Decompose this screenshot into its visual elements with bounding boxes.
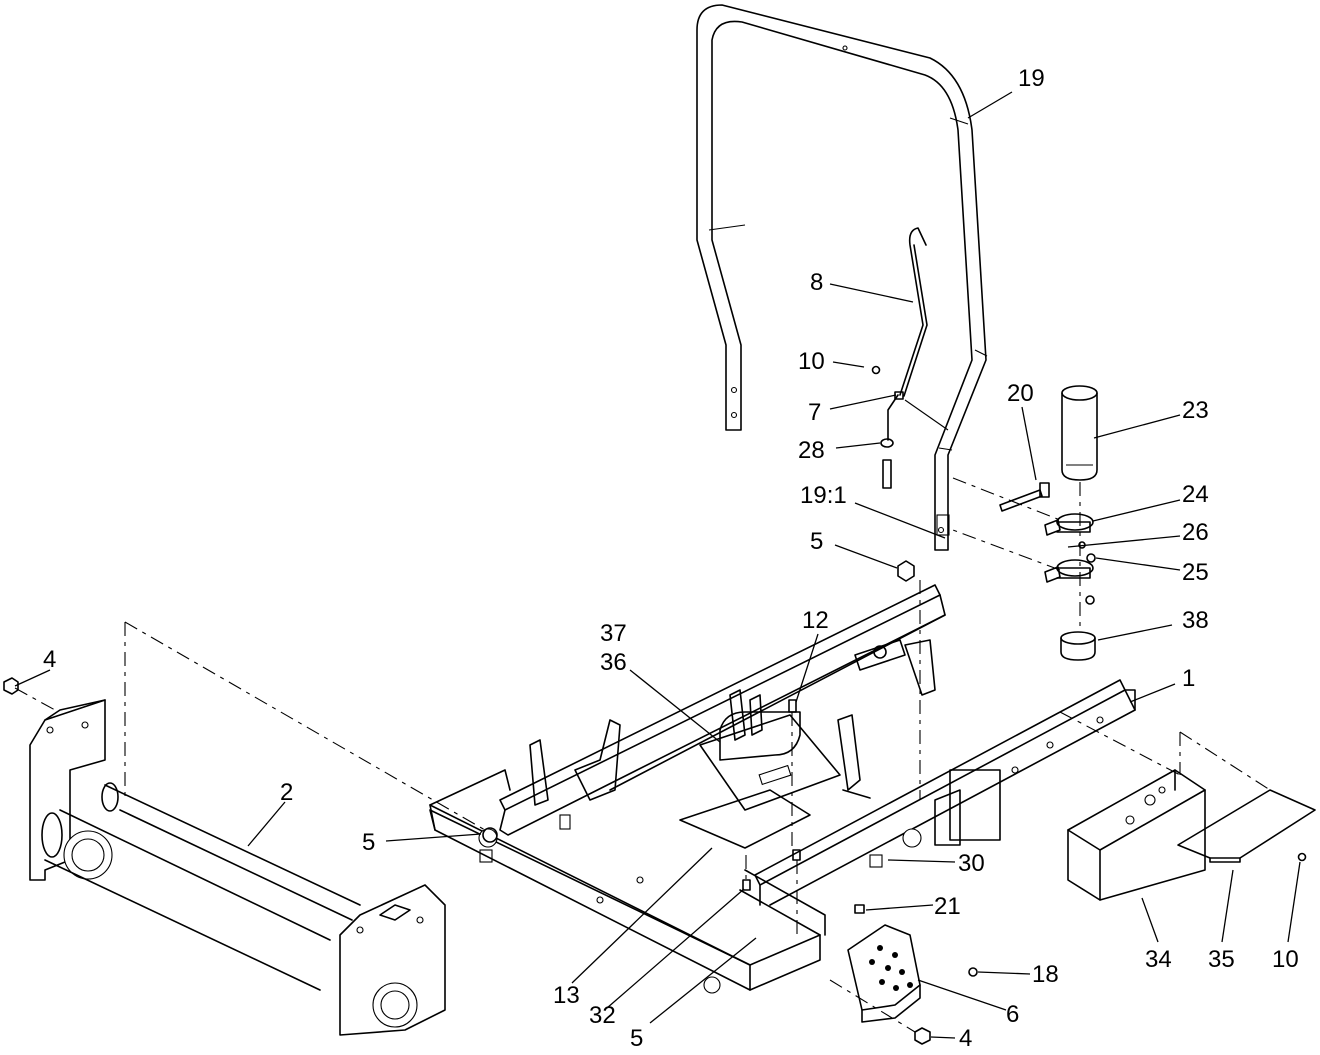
screws-12-32 [742, 699, 801, 940]
cover-34 [1067, 769, 1206, 901]
callout-4-bottom: 4 [959, 1025, 972, 1052]
callout-8: 8 [810, 269, 823, 296]
screw-10-right [1297, 852, 1307, 862]
callout-1: 1 [1182, 665, 1195, 692]
callout-28: 28 [798, 437, 825, 464]
plate-13 [679, 789, 811, 849]
callout-38: 38 [1182, 607, 1209, 634]
callout-34: 34 [1145, 946, 1172, 973]
callout-24: 24 [1182, 481, 1209, 508]
callout-26: 26 [1182, 519, 1209, 546]
callout-4-left: 4 [43, 646, 56, 673]
leader-lines [14, 91, 1301, 1039]
callout-labels: 19 8 10 7 28 20 23 24 26 25 19:1 5 38 12… [43, 65, 1299, 1052]
bolt-20 [999, 482, 1050, 512]
callout-6: 6 [1006, 1001, 1019, 1028]
lock-pin-rod [887, 227, 949, 441]
callout-5-upper: 5 [810, 528, 823, 555]
clamp-25 [1044, 559, 1095, 605]
plate-36-37 [699, 714, 841, 811]
main-frame [429, 584, 1136, 994]
callout-19: 19 [1018, 65, 1045, 92]
callout-5-left: 5 [362, 829, 375, 856]
callout-2: 2 [280, 779, 293, 806]
grip-23 [1061, 385, 1098, 481]
cover-35 [1177, 789, 1316, 863]
callout-32: 32 [589, 1002, 616, 1029]
callout-35: 35 [1208, 946, 1235, 973]
callout-23: 23 [1182, 397, 1209, 424]
clamp-24-26 [1044, 513, 1096, 563]
bolt-4-bottom [914, 1027, 931, 1045]
callout-12: 12 [802, 607, 829, 634]
callout-5-bottom: 5 [630, 1025, 643, 1052]
callout-18: 18 [1032, 961, 1059, 988]
front-axle [29, 699, 446, 1036]
callout-7: 7 [808, 399, 821, 426]
bolt-18 [968, 967, 978, 977]
callout-20: 20 [1007, 380, 1034, 407]
callout-30: 30 [958, 850, 985, 877]
callout-10-right: 10 [1272, 946, 1299, 973]
bolt-21 [854, 904, 865, 914]
spacer-38 [1060, 631, 1096, 661]
roll-bar [696, 4, 988, 551]
callout-36: 36 [600, 649, 627, 676]
foot-plate [847, 924, 921, 1023]
hardware-10-7-28 [871, 365, 904, 489]
callout-21: 21 [934, 893, 961, 920]
foot-plate-holes [869, 945, 913, 991]
callout-25: 25 [1182, 559, 1209, 586]
callout-37: 37 [600, 620, 627, 647]
callout-13: 13 [553, 982, 580, 1009]
nut-5-left [482, 827, 498, 843]
callout-19-1: 19:1 [800, 482, 847, 509]
callout-10-upper: 10 [798, 348, 825, 375]
bolt-4-left [3, 677, 19, 695]
